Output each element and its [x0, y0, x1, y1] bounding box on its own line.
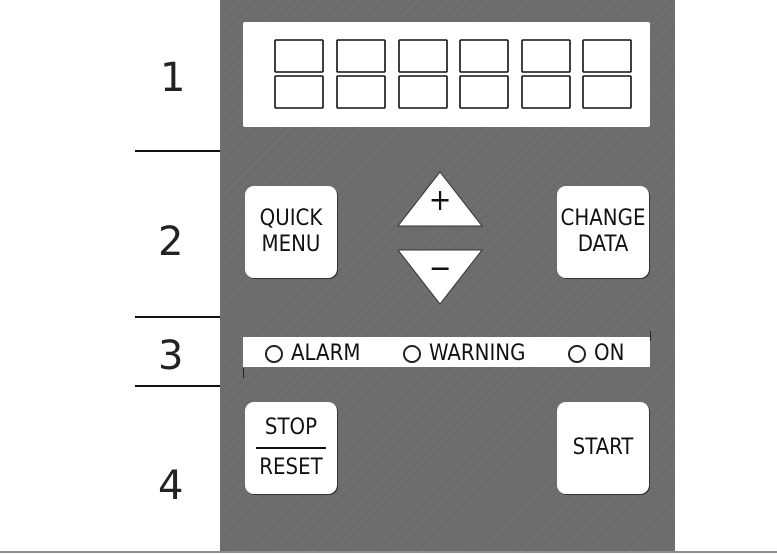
section-number-4: 4: [158, 463, 184, 509]
indicator-bar-tick-left: [243, 368, 244, 378]
indicator-bar-tick-right: [650, 331, 651, 341]
plus-label: +: [428, 183, 452, 218]
display-digit-2: [336, 39, 386, 109]
start-button[interactable]: START: [557, 402, 649, 494]
display-digit-5: [521, 39, 571, 109]
warning-label: WARNING: [429, 341, 526, 366]
section-divider-2-3: [135, 316, 220, 318]
quick-menu-label-line1: QUICK: [259, 205, 323, 231]
stop-reset-divider: [256, 446, 326, 449]
change-data-button[interactable]: CHANGE DATA: [557, 186, 649, 278]
down-arrow-icon: [396, 249, 484, 305]
change-data-label-line2: DATA: [577, 232, 629, 257]
quick-menu-label-line2: MENU: [261, 232, 321, 257]
section-number-2: 2: [158, 219, 184, 265]
indicator-bar: ALARM WARNING ON: [243, 337, 650, 367]
stop-label: STOP: [264, 415, 318, 441]
alarm-led-icon: [265, 344, 283, 363]
plus-button[interactable]: +: [396, 170, 484, 228]
display-digit-1: [274, 39, 324, 109]
section-divider-3-4: [135, 385, 220, 387]
on-indicator: ON: [568, 341, 624, 366]
quick-menu-button[interactable]: QUICK MENU: [245, 186, 337, 278]
bottom-border: [0, 551, 777, 553]
warning-indicator: WARNING: [403, 341, 525, 366]
section-number-1: 1: [160, 55, 186, 101]
display-digit-4: [459, 39, 509, 109]
on-label: ON: [594, 341, 625, 366]
alarm-label: ALARM: [291, 341, 361, 366]
section-number-3: 3: [158, 333, 184, 379]
up-arrow-icon: [396, 171, 484, 227]
minus-button[interactable]: −: [396, 248, 484, 306]
reset-label: RESET: [259, 454, 323, 480]
warning-led-icon: [403, 344, 421, 363]
alarm-indicator: ALARM: [265, 341, 360, 366]
seven-segment-display: [243, 22, 650, 127]
display-digit-6: [582, 39, 632, 109]
start-label: START: [572, 434, 634, 460]
minus-label: −: [428, 251, 452, 286]
section-divider-1-2: [135, 150, 220, 152]
change-data-label-line1: CHANGE: [560, 205, 646, 231]
stop-reset-button[interactable]: STOP RESET: [245, 402, 337, 494]
display-digit-3: [398, 39, 448, 109]
on-led-icon: [568, 344, 586, 363]
